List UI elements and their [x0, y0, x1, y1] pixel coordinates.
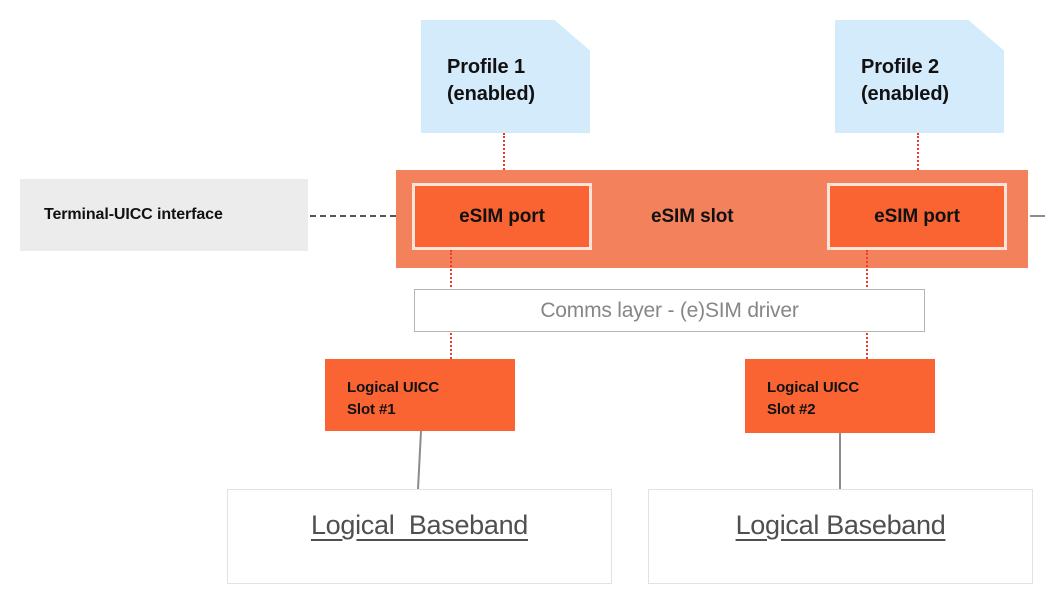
logical-baseband-2-label: Logical Baseband	[735, 510, 946, 540]
logical-baseband-1-label: Logical Baseband	[310, 510, 529, 540]
terminal-uicc-interface-label: Terminal-UICC interface	[44, 206, 223, 223]
esim-port-2-box[interactable]: eSIM port	[827, 183, 1007, 250]
logical-uicc-slot-2-label: Logical UICC Slot #2	[767, 379, 860, 418]
connector-profile-1-to-port-1	[503, 133, 505, 170]
logical-uicc-slot-1-label: Logical UICC Slot #1	[347, 379, 440, 418]
connector-slot-right-stub	[1030, 215, 1045, 217]
logical-uicc-slot-1-box[interactable]: Logical UICC Slot #1	[325, 359, 515, 431]
connector-terminal-to-slot	[310, 215, 396, 217]
esim-port-2-label: eSIM port	[874, 205, 960, 227]
esim-slot-title: eSIM slot	[651, 206, 734, 227]
logical-uicc-slot-2-box[interactable]: Logical UICC Slot #2	[745, 359, 935, 433]
profile-1-box[interactable]: Profile 1 (enabled)	[421, 20, 590, 133]
esim-port-1-box[interactable]: eSIM port	[412, 183, 592, 250]
esim-port-1-label: eSIM port	[459, 205, 545, 227]
comms-layer-label: Comms layer - (e)SIM driver	[540, 298, 799, 322]
profile-2-label: Profile 2 (enabled)	[861, 56, 949, 105]
connector-profile-2-to-port-2	[917, 133, 919, 170]
logical-baseband-2-box[interactable]: Logical Baseband	[648, 489, 1033, 584]
logical-baseband-1-box[interactable]: Logical Baseband	[227, 489, 612, 584]
connector-uicc-slot-1-to-baseband-1	[417, 430, 422, 490]
comms-layer-box[interactable]: Comms layer - (e)SIM driver	[414, 289, 925, 332]
profile-2-box[interactable]: Profile 2 (enabled)	[835, 20, 1004, 133]
profile-1-label: Profile 1 (enabled)	[447, 56, 535, 105]
terminal-uicc-interface-box[interactable]: Terminal-UICC interface	[20, 179, 308, 251]
